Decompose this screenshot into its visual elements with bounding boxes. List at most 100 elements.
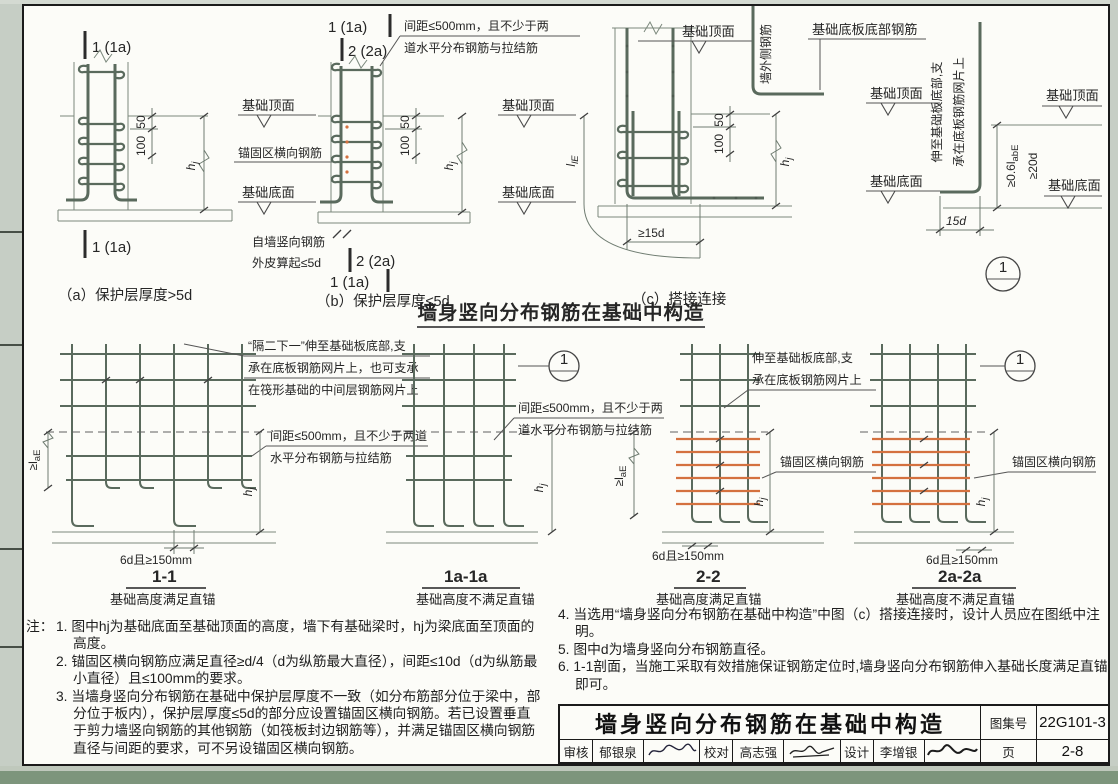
label-foundation-bottom: 基础底面 [502, 185, 555, 200]
reviewer-name: 郁银泉 [593, 740, 644, 762]
dim-50: 50 [134, 115, 148, 129]
title-block: 墙身竖向分布钢筋在基础中构造 审核 郁银泉 校对 高志强 设计 李增银 [558, 704, 1110, 764]
binding-tick [0, 548, 22, 550]
proofreader-signature [784, 740, 841, 762]
detail-bubble-number: 1 [1016, 351, 1024, 368]
note-skip2down1-line1: “隔二下一”伸至基础板底部,支 [248, 338, 406, 353]
scan-margin-bottom [0, 771, 1118, 784]
dim-50: 50 [398, 115, 412, 129]
section-mark-1-bottom: 1 (1a) [92, 239, 131, 256]
section-caption: 1-1 [152, 567, 177, 586]
label-foundation-top: 基础顶面 [242, 98, 295, 113]
note-from-wall-line2: 外皮算起≤5d [252, 255, 321, 270]
label-foundation-bottom: 基础底面 [242, 185, 295, 200]
label-foundation-top: 基础顶面 [502, 98, 555, 113]
top-details-row: 1 (1a) 50 100 [57, 6, 1102, 328]
section-mark-1-bottom: 1 (1a) [330, 274, 369, 291]
binding-tick [0, 231, 22, 233]
scan-margin-top [0, 0, 1118, 4]
note-extend-line2: 承在底板钢筋网片上 [951, 57, 966, 167]
note-spacing-line1: 间距≤500mm，且不少于两 [518, 401, 663, 415]
note-extend-line2: 承在底板钢筋网片上 [752, 372, 862, 387]
dim-ge15d: ≥15d [638, 226, 665, 240]
note-1: 1. 图中hj为基础底面至基础顶面的高度，墙下有基础梁时，hj为梁底面至顶面的高… [56, 619, 535, 652]
note-extend-line1: 伸至基础板底部,支 [752, 350, 853, 365]
dim-6d150: 6d且≥150mm [652, 549, 724, 563]
title-block-title: 墙身竖向分布钢筋在基础中构造 [560, 706, 980, 740]
label-foundation-top: 基础顶面 [1046, 88, 1099, 103]
detail-bubble-number: 1 [999, 259, 1007, 276]
design-label: 设计 [841, 740, 874, 762]
dim-6d150: 6d且≥150mm [926, 553, 998, 567]
figure-heading: 墙身竖向分布钢筋在基础中构造 [417, 301, 705, 328]
figure-title: 墙身竖向分布钢筋在基础中构造 [417, 301, 704, 324]
dim-gelaE: ≥laE [612, 466, 629, 487]
label-foundation-top: 基础顶面 [682, 24, 735, 39]
detail-bubble-number: 1 [560, 351, 568, 368]
dim-15d: 15d [946, 214, 966, 228]
dim-hj: hj [778, 157, 795, 167]
notes-right-column: 4. 当选用“墙身竖向分布钢筋在基础中构造”中图（c）搭接连接时，设计人员应在图… [558, 606, 1108, 693]
dim-llE: llE [564, 155, 581, 167]
scan-margin-bottom-light [0, 766, 1118, 771]
label-foundation-bottom: 基础底面 [1048, 178, 1101, 193]
note-spacing-line2: 道水平分布钢筋与拉结筋 [404, 40, 538, 55]
notes-header: 注： [26, 619, 54, 634]
label-foundation-top: 基础顶面 [870, 86, 923, 101]
label-anchor-zone-bars: 锚固区横向钢筋 [1012, 454, 1096, 469]
section-subcaption: 基础高度满足直锚 [110, 591, 216, 607]
scan-margin-right [1110, 0, 1118, 784]
dim-hj: hj [532, 483, 549, 493]
dim-hj: hj [184, 161, 201, 171]
atlas-number-value: 22G101-3 [1039, 714, 1106, 731]
atlas-number-label: 图集号 [981, 706, 1037, 739]
context-outer-bar: 墙外侧钢筋 基础底板底部钢筋 基础顶面 基础底面 [751, 6, 940, 205]
caption-a: （a）保护层厚度>5d [58, 287, 192, 304]
section-caption: 2a-2a [938, 567, 982, 586]
label-foundation-bottom: 基础底面 [870, 174, 923, 189]
label-slab-bottom-bars: 基础底板底部钢筋 [812, 21, 918, 37]
note-spacing-line2: 水平分布钢筋与拉结筋 [270, 450, 392, 465]
detail-b: 1 (1a) 2 (2a) 间距≤500mm，且不少于两 道水平分布钢筋与拉结筋 [252, 14, 580, 310]
note-skip2down1-line3: 在筏形基础的中间层钢筋网片上 [248, 382, 419, 397]
caption-c: （c）搭接连接 [632, 291, 726, 308]
dim-6d150: 6d且≥150mm [120, 553, 192, 567]
section-mark-1-top: 1 (1a) [92, 39, 131, 56]
section-1a-1a: 1 间距≤500mm，且不少于两 道水平分布钢筋与拉结筋 hj 1a-1a 基础… [386, 344, 664, 607]
section-caption: 1a-1a [444, 567, 488, 586]
binding-tick [0, 344, 22, 346]
note-5: 5. 图中d为墙身竖向分布钢筋直径。 [558, 641, 775, 657]
section-mark-1: 1 (1a) [328, 19, 367, 36]
drawing-sheet: 1 (1a) 50 100 [22, 4, 1110, 766]
designer-name: 李增银 [874, 740, 925, 762]
section-1-1: “隔二下一”伸至基础板底部,支 承在底板钢筋网片上，也可支承 在筏形基础的中间层… [26, 338, 430, 607]
dim-100: 100 [712, 134, 726, 154]
signature-scribble [789, 745, 835, 758]
label-wall-outer-bar: 墙外侧钢筋 [758, 24, 773, 84]
dim-gelaE: ≥laE [26, 450, 43, 471]
notes-left-column: 注： 1. 图中hj为基础底面至基础顶面的高度，墙下有基础梁时，hj为梁底面至顶… [26, 618, 542, 757]
section-caption: 2-2 [696, 567, 721, 586]
dim-ge20d: ≥20d [1026, 153, 1040, 180]
dim-hj: hj [442, 161, 459, 171]
note-spacing-line1: 间距≤500mm，且不少于两道 [270, 429, 427, 443]
proof-label: 校对 [700, 740, 734, 762]
section-subcaption: 基础高度不满足直锚 [896, 591, 1015, 607]
dim-100: 100 [398, 136, 412, 156]
dim-hj: hj [241, 487, 258, 497]
section-2a-2a: 1 锚固区横向钢筋 hj 6d且≥150mm 2a-2a 基础高度不满足直锚 [854, 344, 1096, 607]
label-anchor-zone-bars: 锚固区横向钢筋 [780, 454, 864, 469]
dim-06labE: ≥0.6labE [1004, 145, 1021, 188]
reviewer-signature [644, 740, 701, 762]
detail-1-enlargement: 伸至基础板底部,支 承在底板钢筋网片上 ≥0.6labE ≥20d 基础顶面 基… [926, 22, 1102, 292]
detail-bubble-1 [985, 256, 1021, 292]
note-skip2down1-line2: 承在底板钢筋网片上，也可支承 [248, 360, 419, 375]
dim-50: 50 [712, 113, 726, 127]
detail-c: 基础顶面 llE ≥15d 50 100 hj （c）搭接连接 [564, 20, 795, 308]
caption-b: （b）保护层厚度≤5d [316, 293, 450, 310]
review-label: 审核 [560, 740, 593, 762]
page-label: 页 [981, 740, 1037, 762]
note-from-wall-line1: 自墙竖向钢筋 [252, 234, 325, 249]
note-4: 4. 当选用“墙身竖向分布钢筋在基础中构造”中图（c）搭接连接时，设计人员应在图… [558, 607, 1100, 640]
